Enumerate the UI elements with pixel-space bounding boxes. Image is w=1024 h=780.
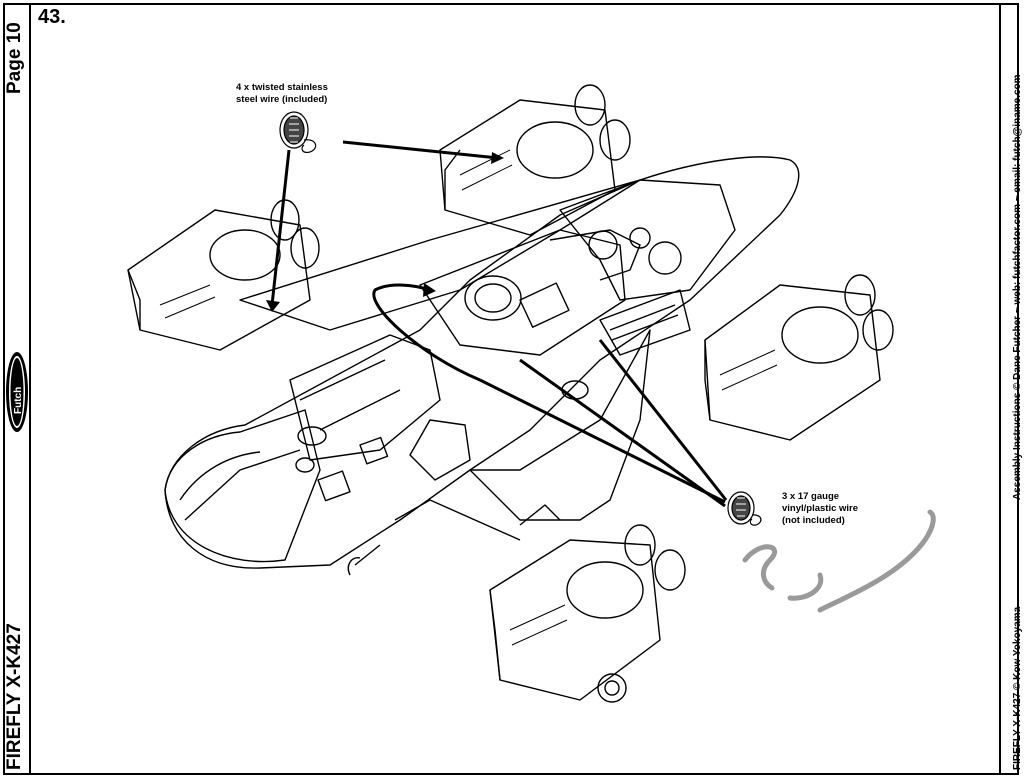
engine-block — [419, 229, 626, 356]
wire-spool-icon-right — [727, 491, 762, 526]
engine-pod-lower-left — [489, 524, 686, 703]
vinyl-wire-pieces — [742, 509, 936, 613]
nose-section — [164, 409, 321, 563]
futch-logo: Futch — [6, 352, 28, 432]
step-number: 43. — [38, 6, 66, 28]
crew-module — [289, 334, 441, 461]
hull-outline — [164, 156, 800, 569]
lower-wing — [469, 329, 651, 521]
callout-line: vinyl/plastic wire — [782, 503, 859, 514]
wire-spool-icon-top — [279, 111, 317, 153]
logo-text: Futch — [13, 387, 24, 414]
callout-line: 4 x twisted stainless — [236, 82, 328, 93]
callout-twisted-wire: 4 x twisted stainless steel wire (includ… — [236, 82, 328, 106]
right-margin-strip — [999, 3, 1019, 775]
callout-line: (not included) — [782, 515, 845, 526]
engine-pod-upper-left — [127, 199, 320, 351]
page-frame — [3, 3, 1019, 775]
callout-line: 3 x 17 gauge — [782, 491, 840, 502]
leader-arrows — [266, 140, 728, 508]
top-console — [559, 179, 736, 301]
callout-line: steel wire (included) — [236, 94, 328, 105]
callout-vinyl-wire: 3 x 17 gauge vinyl/plastic wire (not inc… — [782, 491, 858, 527]
engine-pod-upper-right — [439, 84, 631, 236]
left-margin-strip — [3, 3, 31, 775]
engine-pod-lower-right — [704, 274, 894, 441]
